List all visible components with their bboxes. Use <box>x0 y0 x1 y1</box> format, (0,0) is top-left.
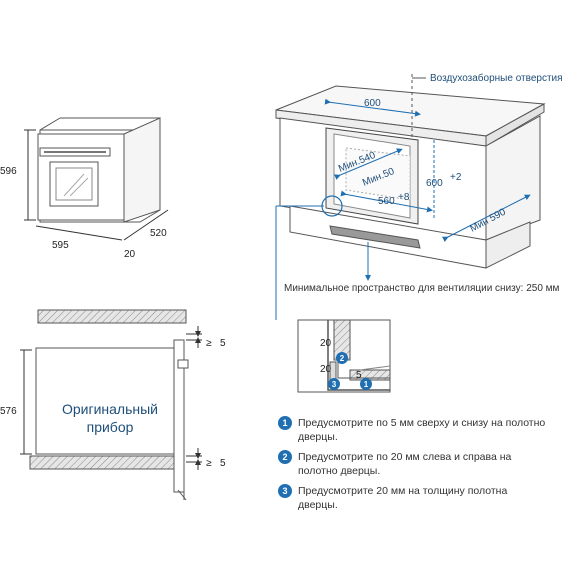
side-view <box>29 309 189 501</box>
oven-width-label: 595 <box>52 240 69 251</box>
detail-d20-side: 20 <box>320 364 332 375</box>
detail-marker-3: 3 <box>328 378 340 390</box>
oven-door-label: 20 <box>124 249 136 260</box>
ventilation-label: Минимальное пространство для вентиляции … <box>284 283 560 294</box>
detail-d20-top: 20 <box>320 338 332 349</box>
detail-box <box>297 319 391 393</box>
oven-front-view <box>37 117 161 223</box>
side-height-dim: 576 <box>0 349 32 455</box>
note-2-number: 2 <box>278 450 292 464</box>
detail-marker-1: 1 <box>360 378 372 390</box>
oven-depth-dim: 520 20 <box>123 209 169 260</box>
svg-text:≥: ≥ <box>206 338 212 349</box>
oven-width-dim: 595 <box>35 225 123 251</box>
detail-marker-2: 2 <box>336 352 348 364</box>
gap-top-dim: ≥ 5 <box>186 326 226 349</box>
note-1-number: 1 <box>278 416 292 430</box>
svg-text:2: 2 <box>340 354 345 363</box>
height600-label: 600 <box>426 178 443 189</box>
oven-height-dim: 596 <box>0 129 36 221</box>
cabinet-width-dim: 600 <box>324 98 421 117</box>
note-2: 2 Предусмотрите по 20 мм слева и справа н… <box>278 450 568 478</box>
svg-text:3: 3 <box>332 380 337 389</box>
cabinet-width-label: 600 <box>364 98 381 109</box>
air-intake-label: Воздухозаборные отверстия <box>430 72 563 84</box>
note-3-number: 3 <box>278 484 292 498</box>
side-height-label: 576 <box>0 406 17 417</box>
oven-height-label: 596 <box>0 166 17 177</box>
note-3: 3 Предусмотрите 20 мм на толщину полотна … <box>278 484 568 512</box>
note-2-text: Предусмотрите по 20 мм слева и справа на… <box>298 451 512 477</box>
note-3-text: Предусмотрите 20 мм на толщину полотна д… <box>298 485 508 511</box>
original-line2: прибор <box>87 419 134 435</box>
dim560-label: 560 <box>378 196 395 207</box>
tol-plus2-label: +2 <box>450 172 462 183</box>
gap-bottom-dim: ≥ 5 <box>186 448 226 470</box>
svg-text:≥: ≥ <box>206 458 212 469</box>
note-1-text: Предусмотрите по 5 мм сверху и снизу на … <box>298 417 546 443</box>
original-line1: Оригинальный <box>62 401 158 417</box>
gap-bottom-label: 5 <box>220 458 226 469</box>
svg-text:1: 1 <box>364 380 369 389</box>
tol-plus8-label: +8 <box>398 192 410 203</box>
oven-depth-label: 520 <box>150 228 167 239</box>
gap-top-label: 5 <box>220 338 226 349</box>
note-1: 1 Предусмотрите по 5 мм сверху и снизу на… <box>278 416 568 444</box>
detail-d5: 5 <box>356 370 362 381</box>
cabinet-view <box>275 74 546 269</box>
